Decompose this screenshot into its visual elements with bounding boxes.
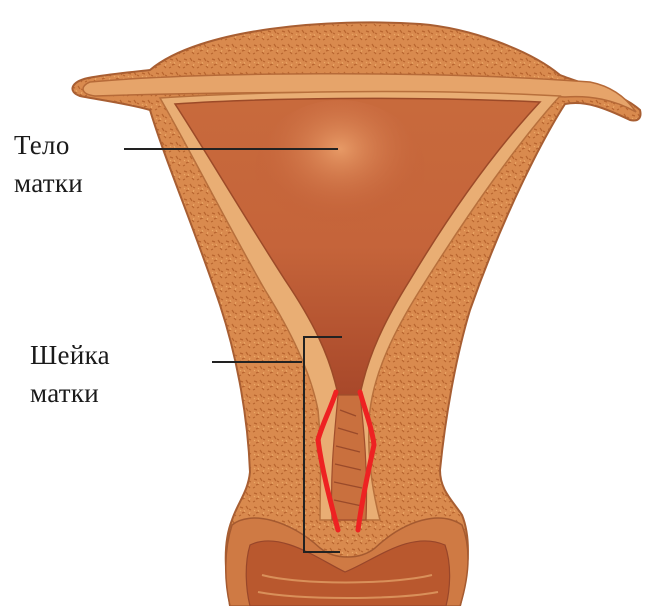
cervix-label: Шейка матки [30,336,110,412]
body-label-line2: матки [14,164,83,202]
cervix-label-line1: Шейка [30,336,110,374]
body-of-uterus-label: Тело матки [14,126,83,202]
cervix-label-line2: матки [30,374,110,412]
body-label-line1: Тело [14,126,83,164]
